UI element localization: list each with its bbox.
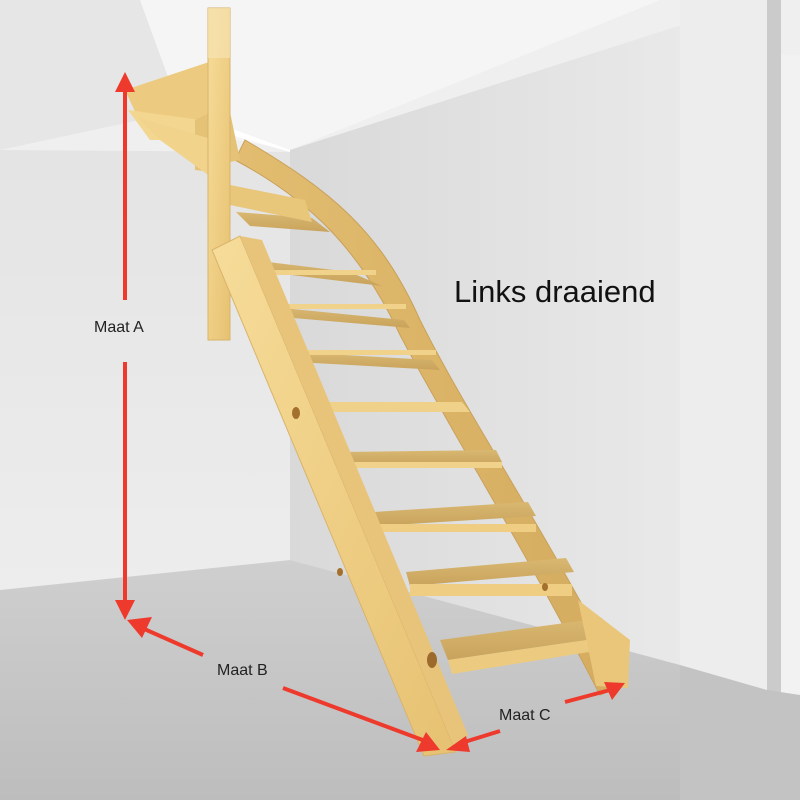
ceiling-slab xyxy=(140,0,660,150)
knot xyxy=(542,583,548,591)
arrow-maat-a xyxy=(115,72,135,620)
inner-stringer-side xyxy=(240,236,468,752)
floor-right xyxy=(680,665,800,800)
arrow-maat-b xyxy=(127,617,440,752)
outer-stringer-foot xyxy=(578,600,630,688)
right-pillar-side xyxy=(767,0,781,800)
knot xyxy=(427,652,437,668)
knot xyxy=(292,407,300,419)
maat-a-label: Maat A xyxy=(94,319,144,336)
right-pillar-face xyxy=(680,0,767,800)
treads xyxy=(236,212,614,674)
maat-b-label: Maat B xyxy=(217,662,268,679)
winder-steps xyxy=(125,60,312,222)
right-room-wall xyxy=(781,55,800,695)
arrow-maat-c xyxy=(446,682,625,752)
maat-c-label: Maat C xyxy=(499,707,551,724)
floor xyxy=(0,560,680,800)
diagram-title: Links draaiend xyxy=(454,274,656,309)
knot xyxy=(337,568,343,576)
newel-post-top-shade xyxy=(208,8,230,58)
